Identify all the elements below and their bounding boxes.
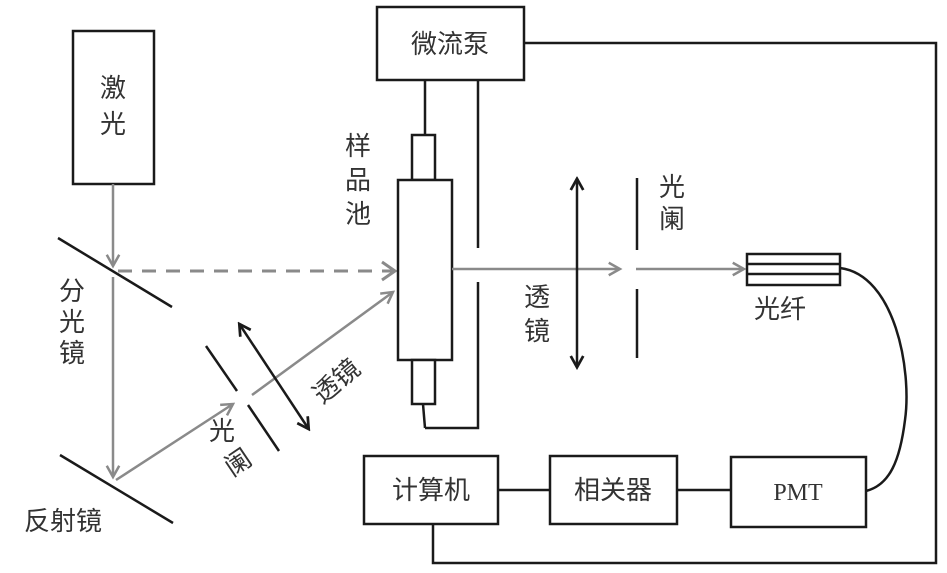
- svg-text:镜: 镜: [59, 339, 85, 369]
- pmt-box: PMT: [729, 455, 868, 529]
- svg-text:池: 池: [345, 200, 371, 230]
- svg-text:透: 透: [524, 283, 550, 313]
- aperture-left-lower: [246, 404, 281, 452]
- correlator-label: 相关器: [574, 476, 652, 506]
- svg-text:品: 品: [345, 166, 371, 196]
- svg-text:样: 样: [345, 132, 371, 162]
- computer-box: 计算机: [362, 454, 500, 526]
- fiber-cable: [839, 266, 908, 493]
- reflector-label: 反射镜: [24, 507, 102, 537]
- sample-cell-outlet-pipe: [421, 403, 427, 429]
- svg-text:分: 分: [59, 277, 85, 307]
- svg-text:光: 光: [659, 173, 685, 203]
- svg-text:光: 光: [209, 417, 235, 447]
- micro-pump-box: 微流泵: [375, 5, 526, 82]
- beam-splitter: [57, 236, 173, 309]
- fiber-label: 光纤: [754, 295, 806, 325]
- reflected-beam: [115, 404, 233, 482]
- pump-return-pipe-lower: [425, 282, 480, 430]
- laser-label-2: 光: [100, 110, 126, 140]
- computer-label: 计算机: [392, 476, 470, 506]
- aperture-right-label: 光 阑: [659, 173, 685, 235]
- pmt-label: PMT: [773, 480, 823, 506]
- sample-cell-label: 样 品 池: [345, 132, 371, 230]
- laser-box: 激 光: [71, 29, 156, 186]
- aperture-left-label-2: 阑: [219, 444, 257, 483]
- svg-text:阑: 阑: [219, 444, 257, 483]
- correlator-box: 相关器: [548, 454, 679, 526]
- laser-label-1: 激: [100, 74, 126, 104]
- lens-right-label: 透 镜: [524, 283, 550, 347]
- sample-cell-upper-tube: [410, 133, 437, 182]
- control-loop-wire: [431, 41, 938, 565]
- sample-cell-lower-tube: [410, 358, 437, 406]
- reflector-mirror: [59, 453, 174, 525]
- micro-pump-label: 微流泵: [411, 30, 489, 60]
- lens-left: [240, 325, 308, 428]
- svg-text:光: 光: [59, 308, 85, 338]
- beam-splitter-label: 分 光 镜: [59, 277, 85, 369]
- svg-text:镜: 镜: [524, 317, 550, 347]
- aperture-left-upper: [204, 345, 239, 392]
- sample-cell-body: [396, 178, 454, 362]
- sample-cell: [396, 133, 454, 406]
- aperture-left-label: 光: [209, 417, 235, 447]
- svg-text:阑: 阑: [659, 205, 685, 235]
- reference-beam-arrowhead: [381, 260, 398, 282]
- optical-fiber: [745, 252, 842, 287]
- lens-left-label: 透镜: [307, 354, 366, 410]
